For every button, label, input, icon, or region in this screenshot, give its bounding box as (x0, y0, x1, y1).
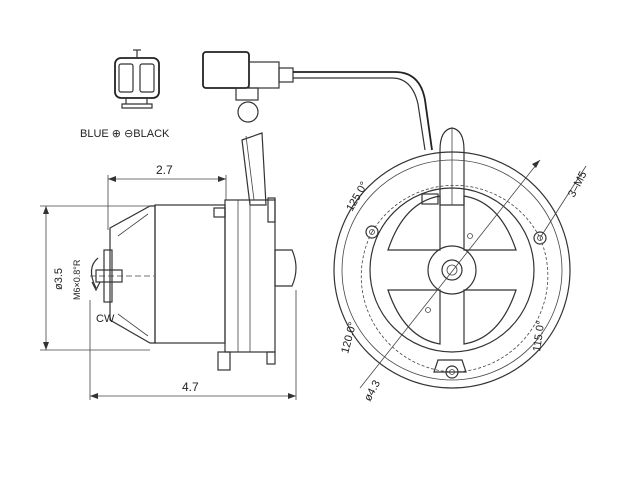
dim-label-4-7: 4.7 (182, 380, 199, 394)
dim-label-2-7: 2.7 (156, 163, 173, 177)
connector-plug (114, 49, 160, 109)
dim-bolt-circle (359, 159, 541, 389)
rotation-label: CW (96, 313, 115, 325)
dim-body-length (107, 175, 227, 230)
dim-label-diameter: ø3.5 (53, 268, 65, 290)
shaft-thread-label: M6×0.8°R (72, 259, 82, 300)
motor-side-view (90, 132, 297, 371)
polarity-label: BLUE ⊕ ⊖BLACK (80, 128, 170, 140)
angle-label-right: 115.0° (531, 320, 547, 352)
angle-arc-top (371, 185, 541, 239)
angle-label-top: 125.0° (344, 180, 370, 214)
mount-holes-label: 3–M5 (566, 169, 590, 199)
dim-diameter (40, 205, 150, 351)
motor-front-view (333, 127, 571, 389)
dim-label-bolt-circle: ø4.3 (362, 378, 383, 403)
mount-holes-leader (539, 165, 587, 239)
harness-wire (293, 71, 433, 151)
angle-arc-right (451, 237, 549, 373)
angle-label-left: 120.0° (339, 321, 359, 355)
angle-arc-left (360, 231, 453, 373)
harness-connector (202, 51, 294, 123)
